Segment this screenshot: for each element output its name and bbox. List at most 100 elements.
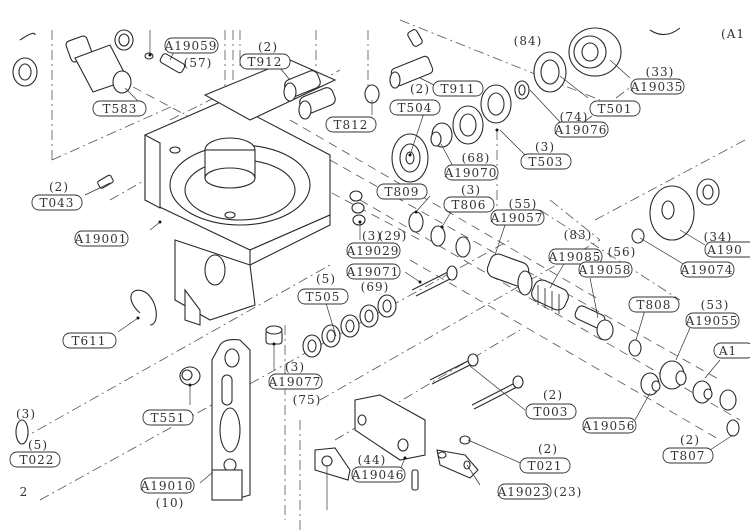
callout-T807[interactable]: T807 (2)	[662, 433, 714, 464]
part-number-label: A190	[706, 243, 743, 257]
callout-A19076[interactable]: A19076 (74)	[554, 110, 609, 138]
bolt-part	[471, 375, 524, 410]
quantity-label: (2)	[680, 433, 700, 447]
part-number-label: T505	[306, 290, 341, 304]
quantity-label: (33)	[646, 65, 675, 79]
elbow-fitting-part	[65, 29, 134, 94]
callout-A19070[interactable]: A19070 (68)	[444, 151, 499, 181]
part-number-label: A19046	[351, 468, 405, 482]
callout-T504[interactable]: T504	[389, 99, 441, 116]
lever-arm-part	[211, 339, 251, 501]
callout-A19055[interactable]: A19055 (53)	[685, 298, 740, 329]
part-number-label: T503	[529, 155, 564, 169]
o-ring-part	[408, 211, 424, 233]
valve-seat-part	[692, 380, 713, 404]
callout-A19035[interactable]: A19035 (33)	[630, 65, 685, 95]
quantity-label: (34)	[704, 230, 733, 244]
callout-T505[interactable]: T505 (5)	[297, 272, 349, 305]
callout-T611[interactable]: T611	[62, 332, 117, 349]
quantity-label: (5)	[316, 272, 336, 286]
clamp-plate-part	[314, 447, 351, 481]
quantity-label: (3)	[461, 183, 481, 197]
callout-A19010[interactable]: A19010	[140, 477, 195, 494]
relief-valve-part	[389, 29, 434, 89]
o-ring-part	[628, 339, 642, 357]
callout-T912[interactable]: T912 (2)	[239, 40, 291, 70]
callout-A19074[interactable]: A19074	[680, 261, 735, 278]
quantity-label: (3)	[362, 229, 382, 243]
callout-T809[interactable]: T809	[376, 183, 428, 200]
callout-T021[interactable]: T021 (2)	[519, 442, 571, 474]
callout-T501[interactable]: T501	[589, 100, 641, 117]
bearing-part	[480, 84, 512, 124]
bushing-part	[265, 325, 283, 345]
callout-T003[interactable]: T003 (2)	[525, 388, 577, 420]
part-number-label: A19057	[490, 211, 544, 225]
small-spring-part	[411, 469, 419, 491]
leader-lines	[84, 30, 734, 510]
seal-part	[631, 228, 645, 244]
pin-part	[411, 265, 458, 297]
part-number-label: A19001	[74, 232, 128, 246]
callout-A19001[interactable]: A19001	[74, 230, 129, 247]
quantity-label-75: (75)	[293, 393, 322, 407]
callout-T911[interactable]: T911 (2)	[410, 80, 484, 97]
callout-A19058[interactable]: A19058 (56)	[578, 245, 637, 278]
quantity-label-29: (29)	[379, 229, 408, 243]
callout-A19056[interactable]: A19056	[582, 417, 637, 434]
bracket-block-part	[354, 394, 426, 461]
callout-A1-top[interactable]: (A1	[721, 27, 745, 41]
quantity-label: (2)	[543, 388, 563, 402]
quantity-label: (74)	[560, 110, 589, 124]
callout-A19077[interactable]: A19077 (3)	[268, 360, 323, 390]
valve-seat-part	[640, 372, 661, 396]
part-number-label: A19076	[554, 123, 608, 137]
callouts: A19059 (57) T912 (2) T583 T911 (2) T504 …	[9, 27, 750, 510]
flange-plate-part	[649, 185, 695, 241]
part-number-label: T504	[398, 101, 433, 115]
quantity-label: (56)	[608, 245, 637, 259]
callout-T022[interactable]: T022 (5)	[9, 438, 61, 468]
callout-T043[interactable]: T043 (2)	[31, 180, 83, 211]
callout-A19046[interactable]: A19046 (44)	[351, 453, 406, 483]
pulley-housing-part	[568, 27, 622, 77]
part-number-label: T809	[385, 185, 420, 199]
callout-A19057[interactable]: A19057 (55)	[490, 197, 545, 226]
gear-part	[430, 122, 453, 148]
callout-T583[interactable]: T583	[92, 100, 147, 117]
part-number-label: A19056	[582, 419, 636, 433]
quantity-label: (2)	[538, 442, 558, 456]
seal-ring-part	[514, 80, 530, 100]
part-number-label: T911	[441, 82, 476, 96]
quantity-label-2-left: 2	[20, 485, 29, 499]
callout-A19023[interactable]: A19023 (23)	[497, 483, 583, 500]
part-number-label: T043	[40, 196, 75, 210]
quantity-label: (5)	[28, 438, 48, 452]
part-number-label: T611	[72, 334, 107, 348]
part-number-label: T022	[20, 453, 55, 467]
part-number-label: T807	[671, 449, 706, 463]
part-number-label: A19085	[548, 250, 602, 264]
callout-A1-right[interactable]: A1	[713, 342, 750, 359]
callout-T806[interactable]: T806 (3)	[443, 183, 495, 213]
quantity-label: (2)	[258, 40, 278, 54]
callout-T812[interactable]: T812	[325, 116, 377, 133]
part-number-label: T501	[598, 102, 633, 116]
link-plate-part	[436, 449, 479, 479]
callout-A190[interactable]: A190 (34)	[704, 230, 750, 258]
part-number-label: A19071	[346, 265, 400, 279]
pin-part	[459, 435, 471, 445]
leader-dots	[136, 53, 499, 460]
o-ring-part	[430, 225, 446, 247]
callout-T503[interactable]: T503 (3)	[520, 140, 572, 170]
bearing-part	[533, 51, 567, 93]
callout-A19029[interactable]: A19029 (3)	[346, 229, 401, 259]
callout-A19071[interactable]: A19071	[346, 263, 401, 280]
callout-T551[interactable]: T551	[142, 409, 194, 426]
quantity-label: (3)	[535, 140, 555, 154]
washer-part	[349, 190, 366, 226]
o-ring-part	[719, 389, 737, 411]
callout-A19085[interactable]: A19085 (83)	[548, 228, 603, 265]
callout-T808[interactable]: T808	[628, 296, 680, 313]
callout-A19059[interactable]: A19059 (57)	[164, 37, 219, 70]
